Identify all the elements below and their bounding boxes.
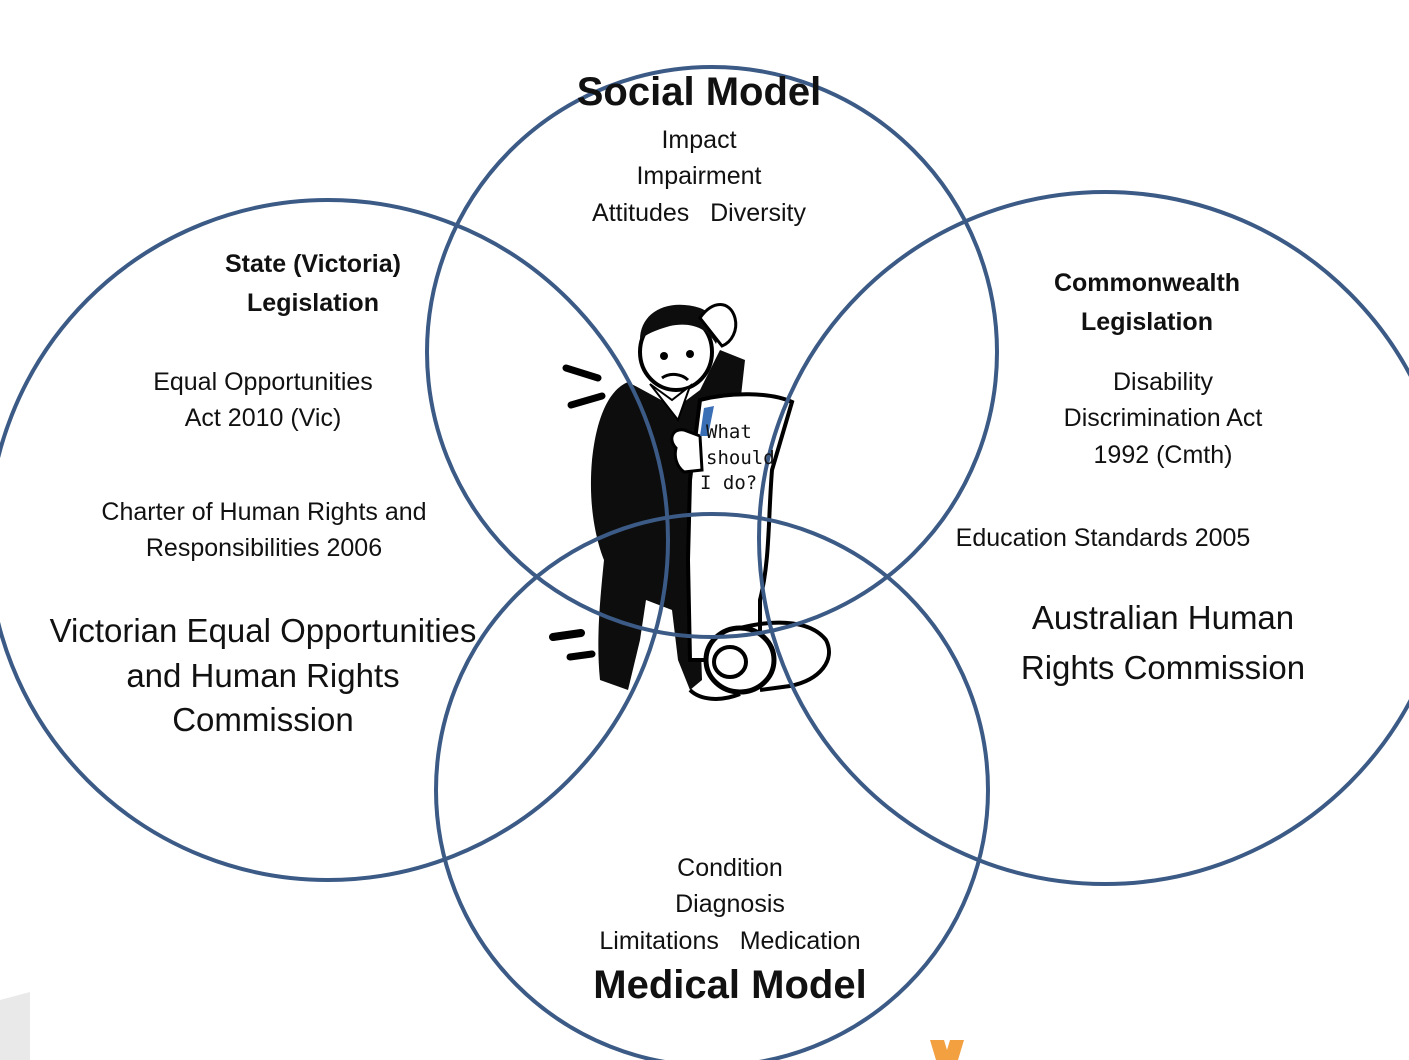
charter-of-human-rights: Charter of Human Rights and Responsibili… — [44, 494, 484, 567]
speech-line-3: I do? — [700, 472, 758, 495]
social-model-title: Social Model — [576, 70, 822, 114]
victorian-commission-line1: Victorian Equal Opportunities — [49, 612, 477, 649]
speech-line-2: should — [706, 446, 775, 469]
charter-line1: Charter of Human Rights and — [101, 498, 427, 526]
medical-model-item-limitations-medication: Limitations Medication — [599, 926, 861, 955]
medical-model-item-diagnosis: Diagnosis — [675, 890, 785, 919]
state-legislation-title-line1: State (Victoria) — [225, 250, 401, 278]
watermark-shape-orange-2 — [944, 1040, 964, 1060]
ahrc-line1: Australian Human — [1031, 599, 1295, 636]
watermark-shape-left — [0, 992, 30, 1060]
equal-opportunities-act: Equal Opportunities Act 2010 (Vic) — [83, 364, 443, 437]
medical-model-item-condition: Condition — [677, 854, 783, 882]
scroll-speech-text: What should I do? — [700, 420, 775, 497]
medical-model-section: Condition Diagnosis Limitations Medicati… — [530, 850, 930, 1009]
disability-discrimination-act: Disability Discrimination Act 1992 (Cmth… — [1013, 364, 1313, 473]
watermark-shape-orange — [930, 1040, 950, 1060]
charter-line2: Responsibilities 2006 — [145, 534, 383, 563]
victorian-commission-line3: Commission — [172, 701, 354, 739]
state-legislation-circle — [0, 198, 670, 882]
medical-model-circle — [434, 512, 990, 1060]
dda-line3: 1992 (Cmth) — [1093, 440, 1233, 469]
dda-line2: Discrimination Act — [1063, 404, 1263, 433]
commonwealth-title-line2: Legislation — [1081, 307, 1213, 336]
education-standards: Education Standards 2005 — [955, 524, 1251, 552]
ahrc-line2: Rights Commission — [1020, 648, 1306, 686]
australian-human-rights-commission: Australian Human Rights Commission — [983, 593, 1343, 692]
speech-line-1: What — [706, 421, 752, 443]
social-model-item-impact: Impact — [661, 126, 737, 154]
commonwealth-legislation-heading: Commonwealth Legislation — [997, 264, 1297, 342]
social-model-circle — [425, 65, 999, 639]
dda-line1: Disability — [1112, 368, 1214, 396]
commonwealth-title-line1: Commonwealth — [1053, 269, 1241, 297]
state-legislation-heading: State (Victoria) Legislation — [163, 245, 463, 323]
social-model-item-attitudes-diversity: Attitudes Diversity — [592, 198, 806, 227]
victorian-commission: Victorian Equal Opportunities and Human … — [23, 609, 503, 743]
social-model-section: Social Model Impact Impairment Attitudes… — [499, 68, 899, 231]
victorian-commission-line2: and Human Rights — [126, 656, 400, 694]
equal-opportunities-line2: Act 2010 (Vic) — [184, 404, 342, 433]
equal-opportunities-line1: Equal Opportunities — [153, 368, 373, 396]
social-model-item-impairment: Impairment — [636, 162, 762, 191]
commonwealth-legislation-circle — [757, 190, 1409, 886]
state-legislation-title-line2: Legislation — [247, 288, 379, 317]
confused-man-illustration — [549, 303, 831, 701]
medical-model-title: Medical Model — [593, 962, 867, 1007]
